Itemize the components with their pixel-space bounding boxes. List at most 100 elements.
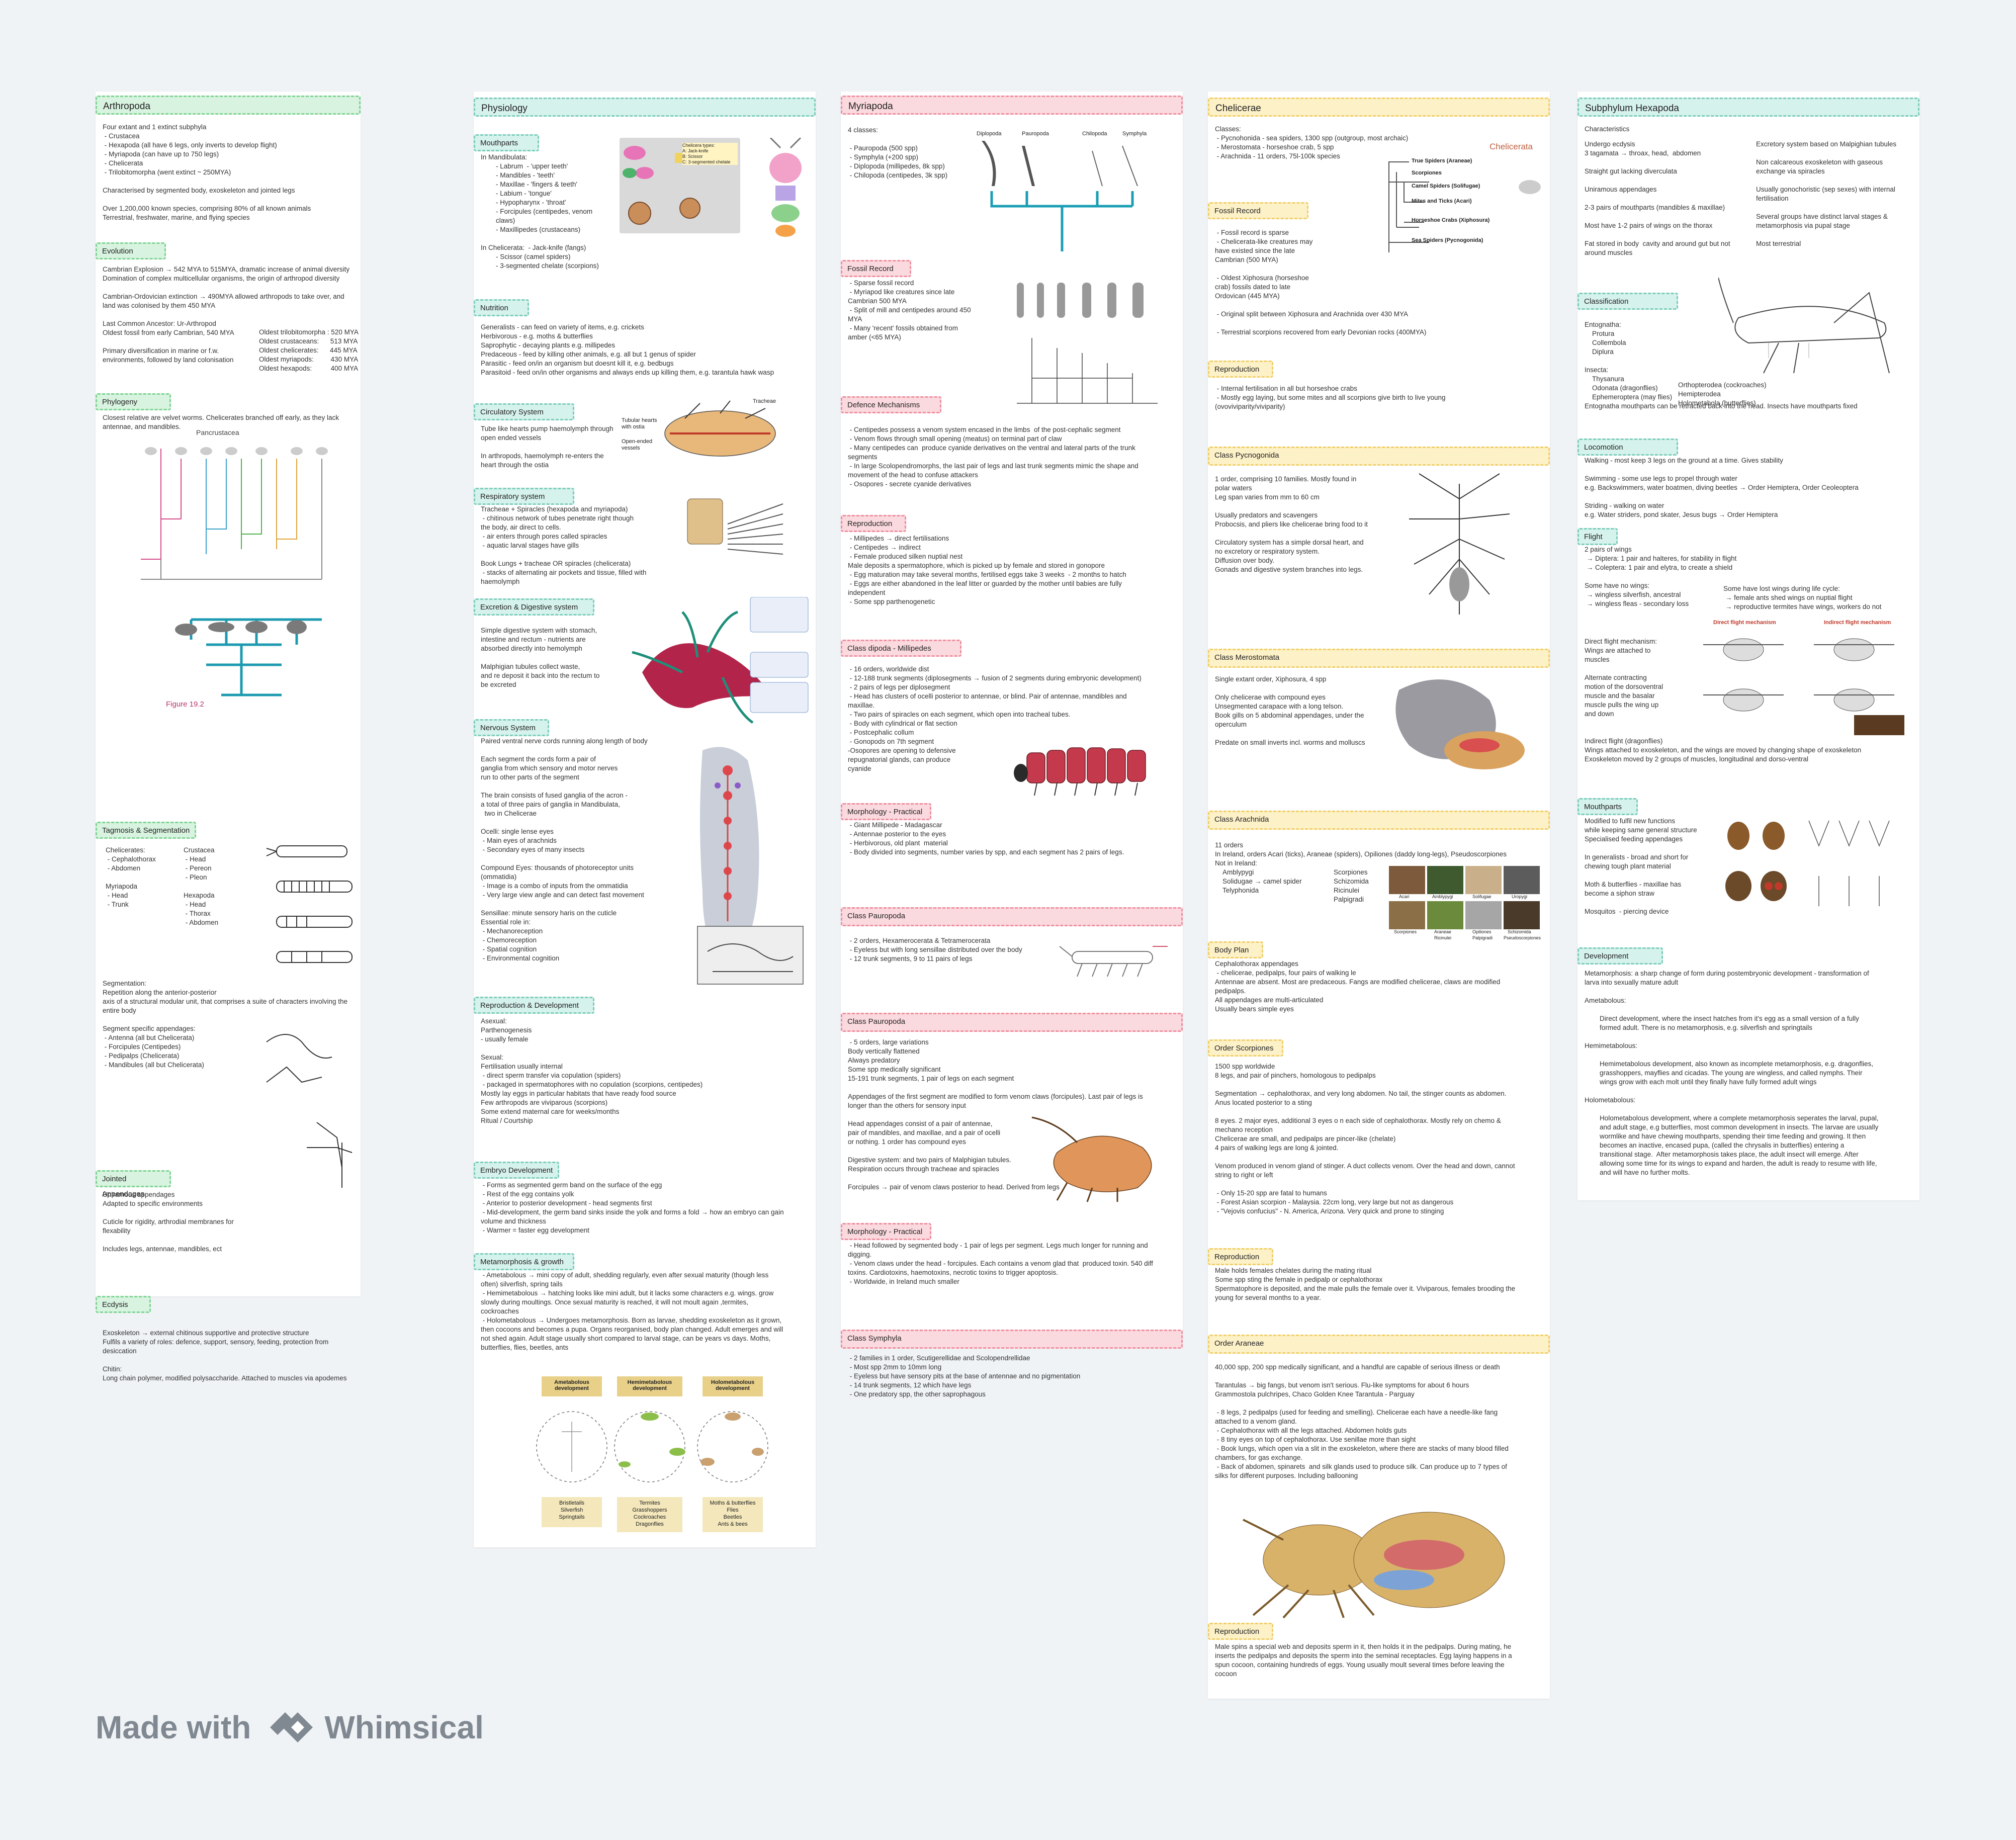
section-classification[interactable]: Classification <box>1577 293 1678 310</box>
section-scorpiones[interactable]: Order Scorpiones <box>1208 1039 1283 1057</box>
fossil-text: - Fossil record is sparse - Chelicerata-… <box>1215 229 1427 336</box>
mouthparts-figure: Chelicera types: A: Jack-knife B: Scisso… <box>615 137 811 299</box>
section-body-plan[interactable]: Body Plan <box>1208 941 1263 958</box>
photo-label-araneae: Araneae <box>1434 929 1452 934</box>
millipede-figure <box>1007 733 1168 808</box>
direct-flight-label: Direct flight mechanism <box>1713 620 1776 626</box>
section-pycnogonida[interactable]: Class Pycnogonida <box>1208 447 1550 466</box>
whimsical-logo-icon <box>270 1712 313 1742</box>
arachnid-photo-grid: Acari Amblypygi Solifugae Uropygi Scorpi… <box>1389 866 1545 941</box>
photo-label-pseudoscorpiones: Pseudoscorpiones <box>1504 935 1541 940</box>
mouthparts-text: Modified to fulfil new functions while k… <box>1585 817 1697 915</box>
tree-label-symphyla: Symphyla <box>1122 131 1147 137</box>
spider-reproduction-text: Male spins a special web and deposits sp… <box>1215 1643 1512 1678</box>
section-title-physiology[interactable]: Physiology <box>474 98 816 117</box>
body-plan-text: Cephalothorax appendages - chelicerae, p… <box>1215 960 1501 1013</box>
section-nutrition[interactable]: Nutrition <box>474 299 529 316</box>
characteristics-heading: Characteristics <box>1585 125 1630 133</box>
arachnida-orders-col2: Scorpiones Schizomida Ricinulei Palpigra… <box>1334 868 1369 903</box>
section-flight[interactable]: Flight <box>1577 528 1618 545</box>
section-reproduction[interactable]: Reproduction <box>841 515 906 532</box>
section-scorpion-reproduction[interactable]: Reproduction <box>1208 1248 1273 1265</box>
dev-label-hemimetabolous: Hemimetabolous development <box>627 1379 672 1391</box>
pycnogonida-text: 1 order, comprising 10 families. Mostly … <box>1215 475 1368 573</box>
chelicerata-tree-title: Chelicerata <box>1489 142 1533 151</box>
defence-text: - Centipedes possess a venom system enca… <box>848 426 1138 488</box>
classification-text: Entognatha: Protura Collembola Diplura I… <box>1585 321 1858 410</box>
scorpion-reproduction-text: Male holds females chelates during the m… <box>1215 1267 1516 1301</box>
section-chilopoda-morphology[interactable]: Morphology - Practical <box>841 1223 931 1240</box>
digestive-system-figure <box>622 596 813 733</box>
tree-label-xiphosura: Horseshoe Crabs (Xiphosura) <box>1412 217 1490 223</box>
chelicerae-intro: Classes: - Pycnohonida - sea spiders, 13… <box>1215 125 1409 160</box>
section-metamorphosis[interactable]: Metamorphosis & growth <box>474 1253 574 1270</box>
section-merostomata[interactable]: Class Merostomata <box>1208 649 1550 668</box>
reproduction-text: - Internal fertilisation in all but hors… <box>1215 385 1446 410</box>
section-jointed-appendages[interactable]: Jointed Appendages <box>96 1170 171 1198</box>
myriapod-fossil-figure <box>1007 278 1168 408</box>
section-nervous[interactable]: Nervous System <box>474 719 549 736</box>
section-mouthparts[interactable]: Mouthparts <box>474 134 539 151</box>
mouthparts-text: In Mandibulata: - Labrum - 'upper teeth'… <box>481 153 599 270</box>
chelicera-types-note: Chelicera types: A: Jack-knife B: Scisso… <box>682 143 738 165</box>
horseshoe-crab-figure <box>1389 670 1545 791</box>
section-reproduction-development[interactable]: Reproduction & Development <box>474 997 594 1014</box>
section-defence[interactable]: Defence Mechanisms <box>841 396 941 413</box>
segmentation-text: Segmentation: Repetition along the anter… <box>103 980 347 1069</box>
centipede-head-figure <box>1027 1112 1173 1203</box>
section-millipedes[interactable]: Class dipoda - Millipedes <box>841 640 961 657</box>
tagmosis-right: Crustacea - Head - Pereon - Pleon Hexapo… <box>184 846 219 926</box>
section-pauropoda[interactable]: Class Pauropoda <box>841 907 1183 926</box>
flight-text: 2 pairs of wings → Diptera: 1 pair and h… <box>1585 546 1737 607</box>
pancrustacea-label: Pancrustacea <box>196 428 239 436</box>
phylogeny-tree-figure: Pancrustacea Figure 19.2 <box>131 428 342 710</box>
classification-right: Orthopterodea (cockroaches) Hemipterodea… <box>1678 381 1767 407</box>
section-development[interactable]: Development <box>1577 947 1663 965</box>
panel-myriapoda: Myriapoda 4 classes: - Pauropoda (500 sp… <box>841 92 1183 1398</box>
section-evolution[interactable]: Evolution <box>96 242 166 259</box>
section-chilopoda[interactable]: Class Pauropoda <box>841 1013 1183 1032</box>
dev-examples-hemimetabolous: Termites Grasshoppers Cockroaches Dragon… <box>632 1500 667 1527</box>
section-respiratory[interactable]: Respiratory system <box>474 488 574 505</box>
section-circulatory[interactable]: Circulatory System <box>474 403 574 420</box>
made-with-whimsical-badge[interactable]: Made with Whimsical <box>96 1705 484 1750</box>
chelicerata-tree-figure: Chelicerata True Spiders (Araneae) Scorp… <box>1369 142 1545 262</box>
section-ecdysis[interactable]: Ecdysis <box>96 1296 151 1313</box>
photo-label-ricinulei: Ricinulei <box>1434 935 1452 940</box>
section-title-arthropoda[interactable]: Arthropoda <box>96 96 361 115</box>
tree-label-araneae: True Spiders (Araneae) <box>1412 158 1472 164</box>
section-araneae[interactable]: Order Araneae <box>1208 1335 1550 1354</box>
section-fossil-record[interactable]: Fossil Record <box>1208 202 1308 219</box>
section-reproduction[interactable]: Reproduction <box>1208 361 1273 378</box>
tree-label-scorpiones: Scorpiones <box>1412 170 1442 176</box>
section-locomotion[interactable]: Locomotion <box>1577 439 1678 456</box>
section-mouthparts[interactable]: Mouthparts <box>1577 798 1638 815</box>
spider-anatomy-figure <box>1223 1500 1535 1620</box>
section-symphyla[interactable]: Class Symphyla <box>841 1330 1183 1349</box>
flight-mechanism-text: Direct flight mechanism: Wings are attac… <box>1585 638 1862 763</box>
book-lung-figure <box>682 494 798 574</box>
myriapoda-intro: 4 classes: - Pauropoda (500 spp) - Symph… <box>848 126 948 179</box>
section-embryo[interactable]: Embryo Development <box>474 1162 559 1179</box>
section-excretion[interactable]: Excretion & Digestive system <box>474 598 594 616</box>
section-fossil-record[interactable]: Fossil Record <box>841 260 911 277</box>
section-tagmosis[interactable]: Tagmosis & Segmentation <box>96 822 196 839</box>
section-arachnida[interactable]: Class Arachnida <box>1208 811 1550 830</box>
section-title-hexapoda[interactable]: Subphylum Hexapoda <box>1577 98 1919 117</box>
myriapod-tree-figure: Diplopoda Pauropoda Chilopoda Symphyla <box>972 131 1173 251</box>
section-phylogeny[interactable]: Phylogeny <box>96 393 171 410</box>
section-title-myriapoda[interactable]: Myriapoda <box>841 96 1183 115</box>
panel-hexapoda: Subphylum Hexapoda Characteristics Under… <box>1577 92 1919 1200</box>
section-title-chelicerae[interactable]: Chelicerae <box>1208 98 1550 117</box>
characteristics-left: Undergo ecdysis 3 tagamata → throax, hea… <box>1585 140 1730 256</box>
panel-physiology: Physiology Mouthparts In Mandibulata: - … <box>474 92 816 1547</box>
locomotion-text: Walking - most keep 3 legs on the ground… <box>1585 457 1859 518</box>
pauropod-figure <box>1057 936 1173 982</box>
excretion-text: Simple digestive system with stomach, in… <box>481 627 600 688</box>
tagmosis-left: Chelicerates: - Cephalothorax - Abdomen … <box>106 846 156 908</box>
sensillae-figure <box>692 921 808 989</box>
section-spider-reproduction[interactable]: Reproduction <box>1208 1623 1273 1640</box>
tubular-hearts-label: Tubular hearts with ostia <box>622 417 657 430</box>
section-morphology-practical[interactable]: Morphology - Practical <box>841 803 931 820</box>
phylogeny-tree-svg <box>141 447 328 696</box>
